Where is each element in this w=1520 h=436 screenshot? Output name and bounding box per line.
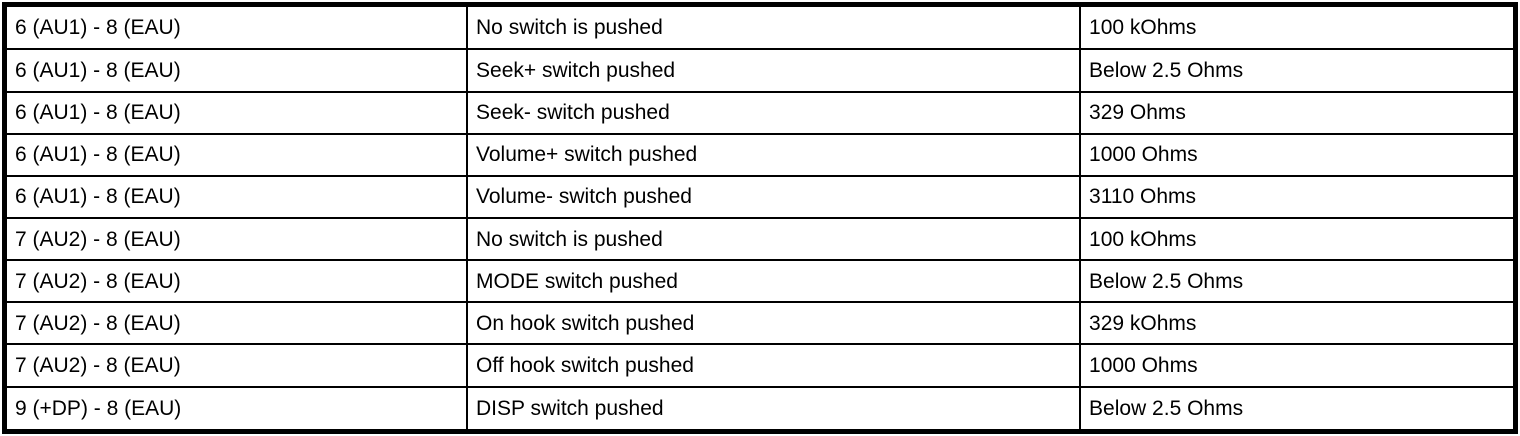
- cell-condition: On hook switch pushed: [466, 301, 1082, 346]
- cell-value: 329 kOhms: [1079, 301, 1517, 346]
- cell-connection: 6 (AU1) - 8 (EAU): [3, 174, 469, 219]
- cell-connection: 7 (AU2) - 8 (EAU): [3, 301, 469, 346]
- cell-condition: Volume- switch pushed: [466, 174, 1082, 219]
- cell-value: 100 kOhms: [1079, 3, 1517, 51]
- cell-condition: Off hook switch pushed: [466, 343, 1082, 388]
- cell-condition: No switch is pushed: [466, 216, 1082, 262]
- cell-value: Below 2.5 Ohms: [1079, 259, 1517, 304]
- cell-connection: 6 (AU1) - 8 (EAU): [3, 132, 469, 177]
- cell-value: Below 2.5 Ohms: [1079, 385, 1517, 433]
- cell-value: Below 2.5 Ohms: [1079, 48, 1517, 93]
- cell-condition: DISP switch pushed: [466, 385, 1082, 433]
- cell-condition: Seek- switch pushed: [466, 90, 1082, 135]
- cell-value: 3110 Ohms: [1079, 174, 1517, 219]
- cell-connection: 9 (+DP) - 8 (EAU): [3, 385, 469, 433]
- cell-connection: 7 (AU2) - 8 (EAU): [3, 216, 469, 262]
- cell-condition: Volume+ switch pushed: [466, 132, 1082, 177]
- cell-connection: 6 (AU1) - 8 (EAU): [3, 48, 469, 93]
- cell-condition: MODE switch pushed: [466, 259, 1082, 304]
- cell-connection: 6 (AU1) - 8 (EAU): [3, 90, 469, 135]
- cell-connection: 7 (AU2) - 8 (EAU): [3, 259, 469, 304]
- cell-condition: Seek+ switch pushed: [466, 48, 1082, 93]
- cell-value: 329 Ohms: [1079, 90, 1517, 135]
- cell-connection: 7 (AU2) - 8 (EAU): [3, 343, 469, 388]
- cell-value: 1000 Ohms: [1079, 343, 1517, 388]
- cell-condition: No switch is pushed: [466, 3, 1082, 51]
- cell-value: 1000 Ohms: [1079, 132, 1517, 177]
- cell-connection: 6 (AU1) - 8 (EAU): [3, 3, 469, 51]
- cell-value: 100 kOhms: [1079, 216, 1517, 262]
